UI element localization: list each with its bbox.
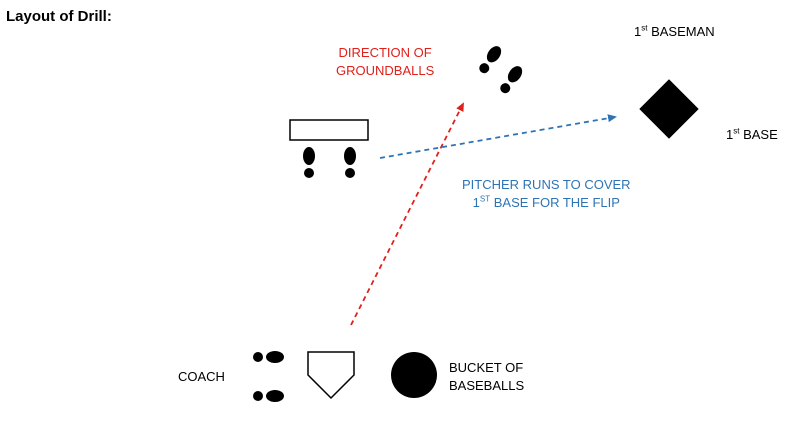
- first-baseman-footprints-icon: [476, 43, 526, 96]
- direction-label: DIRECTION OF GROUNDBALLS: [336, 45, 435, 78]
- coach-label: COACH: [178, 369, 225, 384]
- pitcher-label: PITCHER RUNS TO COVER 1ST BASE FOR THE F…: [462, 177, 631, 210]
- first-baseman-label: 1st BASEMAN: [634, 23, 715, 39]
- pitcher-rubber: [289, 119, 369, 141]
- page-title: Layout of Drill:: [6, 8, 112, 25]
- pitcher-footprints-icon: [303, 147, 356, 178]
- bucket-label: BUCKET OF BASEBALLS: [449, 360, 525, 393]
- first-base-icon: [639, 79, 699, 139]
- pitcher-run-arrow: [379, 114, 617, 159]
- first-base-label: 1st BASE: [726, 126, 778, 142]
- coach-footprints-icon: [253, 351, 284, 402]
- home-plate-icon: [307, 351, 355, 400]
- bucket-icon: [391, 352, 437, 398]
